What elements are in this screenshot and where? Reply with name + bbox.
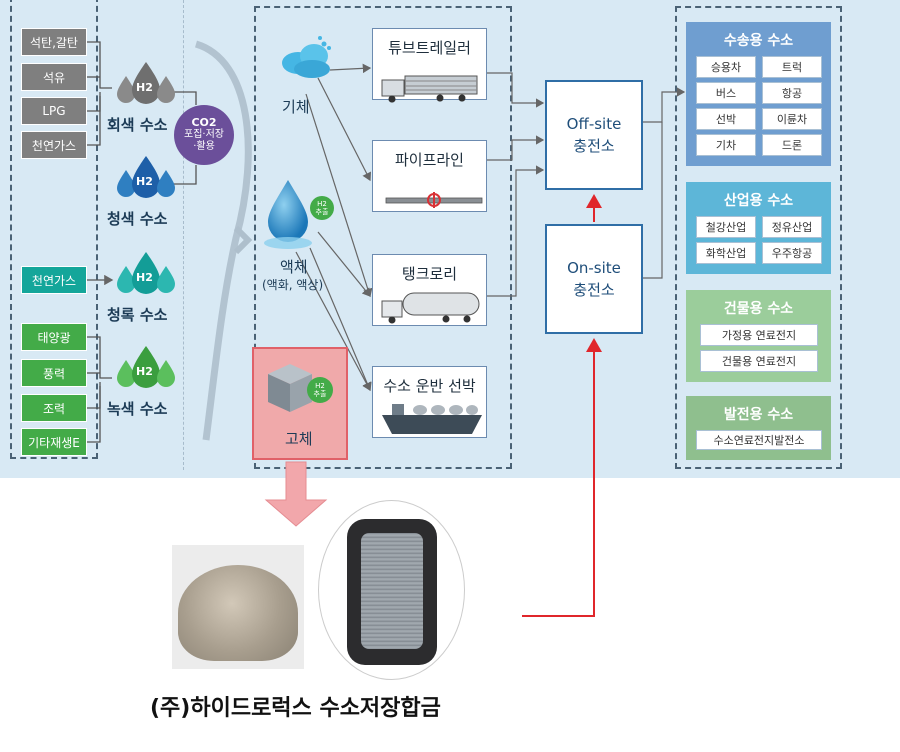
transport-label: 파이프라인 — [394, 151, 464, 169]
use-item: 우주항공 — [762, 242, 822, 264]
flow-chevron — [233, 225, 253, 255]
co2-text-1: 포집·저장 — [184, 129, 224, 140]
use-item: 건물용 연료전지 — [700, 350, 818, 372]
transport-label: 튜브트레일러 — [388, 39, 471, 57]
transport-tank-lorry: 탱크로리 — [372, 254, 487, 326]
turquoise-hydrogen-label: 청록 수소 — [107, 306, 168, 324]
alloy-powder-photo — [172, 545, 304, 669]
solid-state-label: 고체 — [285, 430, 313, 448]
liquid-state-sublabel: (액화, 액상) — [262, 278, 324, 292]
use-item: 버스 — [696, 82, 756, 104]
h2-symbol: H2 — [317, 200, 327, 208]
use-item: 기차 — [696, 134, 756, 156]
transport-frame — [254, 6, 512, 469]
blue-hydrogen-icon — [108, 152, 178, 210]
source-frame — [10, 0, 98, 459]
green-hydrogen-label: 녹색 수소 — [107, 400, 168, 418]
blue-hydrogen-label: 청색 수소 — [107, 210, 168, 228]
transport-pipeline: 파이프라인 — [372, 140, 487, 212]
flow-curve — [194, 40, 252, 441]
use-item: 승용차 — [696, 56, 756, 78]
transport-label: 탱크로리 — [401, 265, 458, 283]
cloud-icon — [282, 36, 331, 78]
gray-hydrogen-label: 회색 수소 — [107, 116, 168, 134]
use-frame — [675, 6, 842, 469]
onsite-line2: 충전소 — [573, 281, 615, 299]
power-use-panel: 발전용 수소 수소연료전지발전소 — [686, 396, 831, 460]
station-arrows — [643, 87, 686, 279]
solid-down-arrow — [264, 461, 328, 527]
source-natural-gas: 천연가스 — [21, 131, 87, 159]
h2-label: H2 — [136, 175, 153, 188]
co2-bracket — [168, 91, 197, 185]
use-item: 화학산업 — [696, 242, 756, 264]
state-arrows — [295, 63, 373, 392]
use-item: 선박 — [696, 108, 756, 130]
source-natural-gas-turquoise: 천연가스 — [21, 266, 87, 294]
turquoise-hydrogen-icon — [108, 248, 178, 306]
offsite-line2: 충전소 — [573, 137, 615, 155]
h2-symbol: H2 — [315, 382, 325, 390]
liquid-drop-icon — [264, 180, 334, 249]
gas-state-label: 기체 — [282, 98, 310, 116]
h2-label: H2 — [136, 365, 153, 378]
h2-label: H2 — [136, 271, 153, 284]
industry-use-title: 산업용 수소 — [723, 193, 794, 209]
source-other-renewable: 기타재생E — [21, 428, 87, 456]
use-item: 정유산업 — [762, 216, 822, 238]
h2-label: H2 — [136, 81, 153, 94]
liquid-state-label: 액체 — [280, 258, 308, 276]
source-connectors — [87, 41, 114, 443]
offsite-line1: Off-site — [566, 115, 622, 133]
gray-hydrogen-icon — [108, 58, 178, 116]
onsite-station: On-site 충전소 — [545, 224, 643, 334]
alloy-to-onsite-arrow — [522, 338, 602, 617]
use-item: 트럭 — [762, 56, 822, 78]
source-coal: 석탄,갈탄 — [21, 28, 87, 56]
building-use-panel: 건물용 수소 가정용 연료전지 건물용 연료전지 — [686, 290, 831, 382]
co2-capture-badge: CO2 포집·저장 ·활용 — [174, 105, 234, 165]
use-item: 항공 — [762, 82, 822, 104]
separator-line — [183, 0, 184, 470]
transport-arrows — [487, 72, 545, 297]
transport-use-panel: 수송용 수소 승용차 트럭 버스 항공 선박 이륜차 기차 드론 — [686, 22, 831, 166]
transport-label: 수소 운반 선박 — [383, 377, 476, 395]
building-use-title: 건물용 수소 — [723, 301, 794, 317]
source-solar: 태양광 — [21, 323, 87, 351]
co2-text-2: ·활용 — [193, 141, 215, 152]
industry-use-panel: 산업용 수소 철강산업 정유산업 화학산업 우주항공 — [686, 182, 831, 274]
transport-ship: 수소 운반 선박 — [372, 366, 487, 438]
caption: (주)하이드로럭스 수소저장합금 — [150, 696, 441, 721]
extract-label: 추출 — [313, 390, 327, 398]
source-tidal: 조력 — [21, 394, 87, 422]
transport-use-title: 수송용 수소 — [723, 33, 794, 49]
use-item: 가정용 연료전지 — [700, 324, 818, 346]
extract-label: 추출 — [315, 208, 329, 216]
source-wind: 풍력 — [21, 359, 87, 387]
offsite-station: Off-site 충전소 — [545, 80, 643, 190]
green-hydrogen-icon — [108, 342, 178, 400]
use-item: 수소연료전지발전소 — [696, 430, 822, 450]
source-lpg: LPG — [21, 97, 87, 125]
co2-symbol: CO2 — [191, 116, 217, 129]
power-use-title: 발전용 수소 — [723, 407, 794, 423]
use-item: 철강산업 — [696, 216, 756, 238]
use-item: 이륜차 — [762, 108, 822, 130]
alloy-canister-photo — [318, 500, 465, 680]
source-oil: 석유 — [21, 63, 87, 91]
transport-tube-trailer: 튜브트레일러 — [372, 28, 487, 100]
onsite-line1: On-site — [567, 259, 621, 277]
use-item: 드론 — [762, 134, 822, 156]
